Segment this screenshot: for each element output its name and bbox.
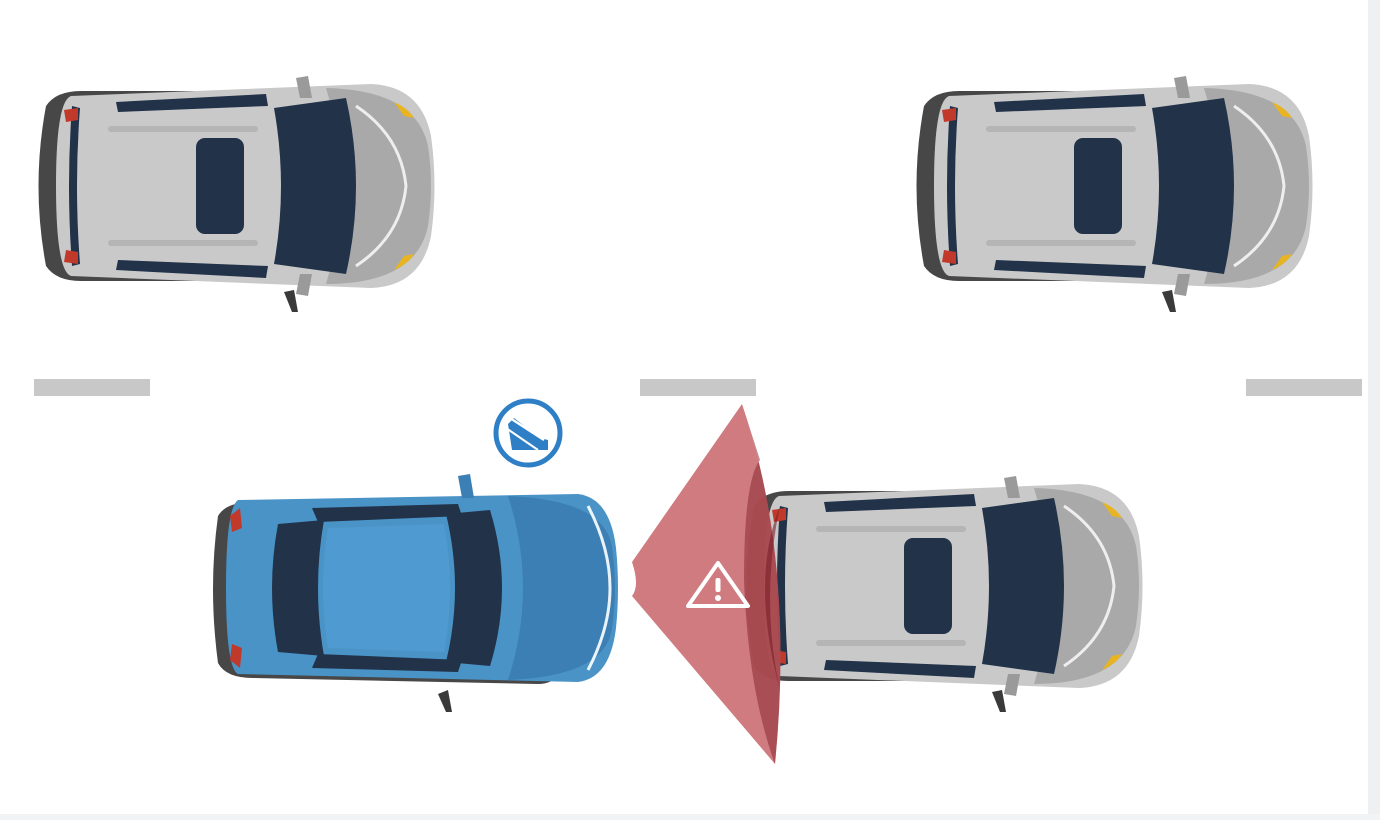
warning-triangle-icon	[686, 561, 750, 608]
bottom-edge-strip	[0, 814, 1380, 820]
parking-sensor-icon	[493, 398, 563, 468]
lane-marking-dash	[1246, 379, 1362, 396]
parked-car-top-right	[915, 74, 1314, 314]
sensor-detection-zone	[632, 404, 781, 764]
ego-car	[211, 472, 620, 714]
right-edge-strip	[1368, 0, 1380, 820]
lane-marking-dash	[640, 379, 756, 396]
obstacle-car	[745, 474, 1144, 714]
parked-car-top-left	[37, 74, 436, 314]
lane-marking-dash	[34, 379, 150, 396]
